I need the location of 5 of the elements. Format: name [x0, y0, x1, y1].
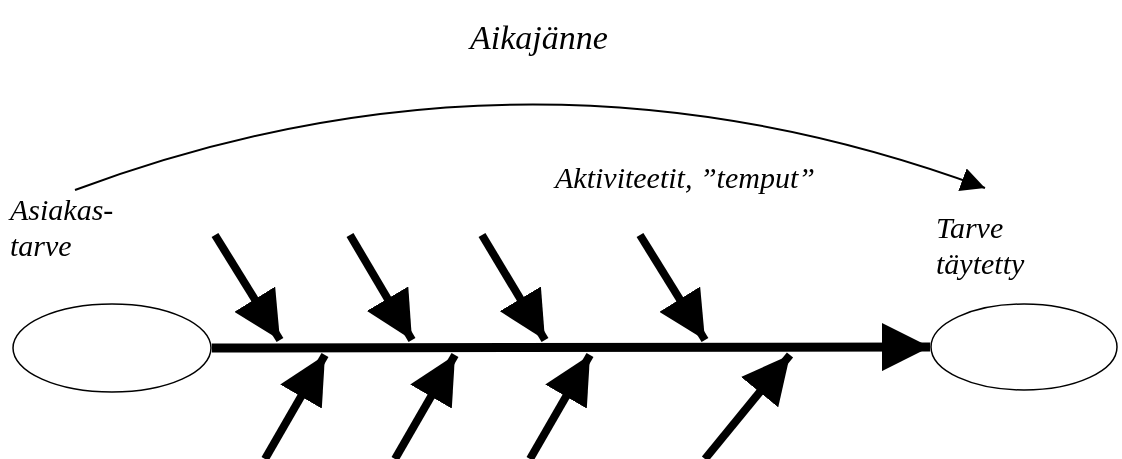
arrow	[74, 103, 986, 192]
annotation-text: Aktiviteetit, ”temput”	[555, 160, 815, 196]
arrow	[212, 323, 930, 372]
node-caption: Asiakas-tarve	[10, 192, 115, 264]
node-caption: Tarve täytetty	[936, 210, 1026, 282]
